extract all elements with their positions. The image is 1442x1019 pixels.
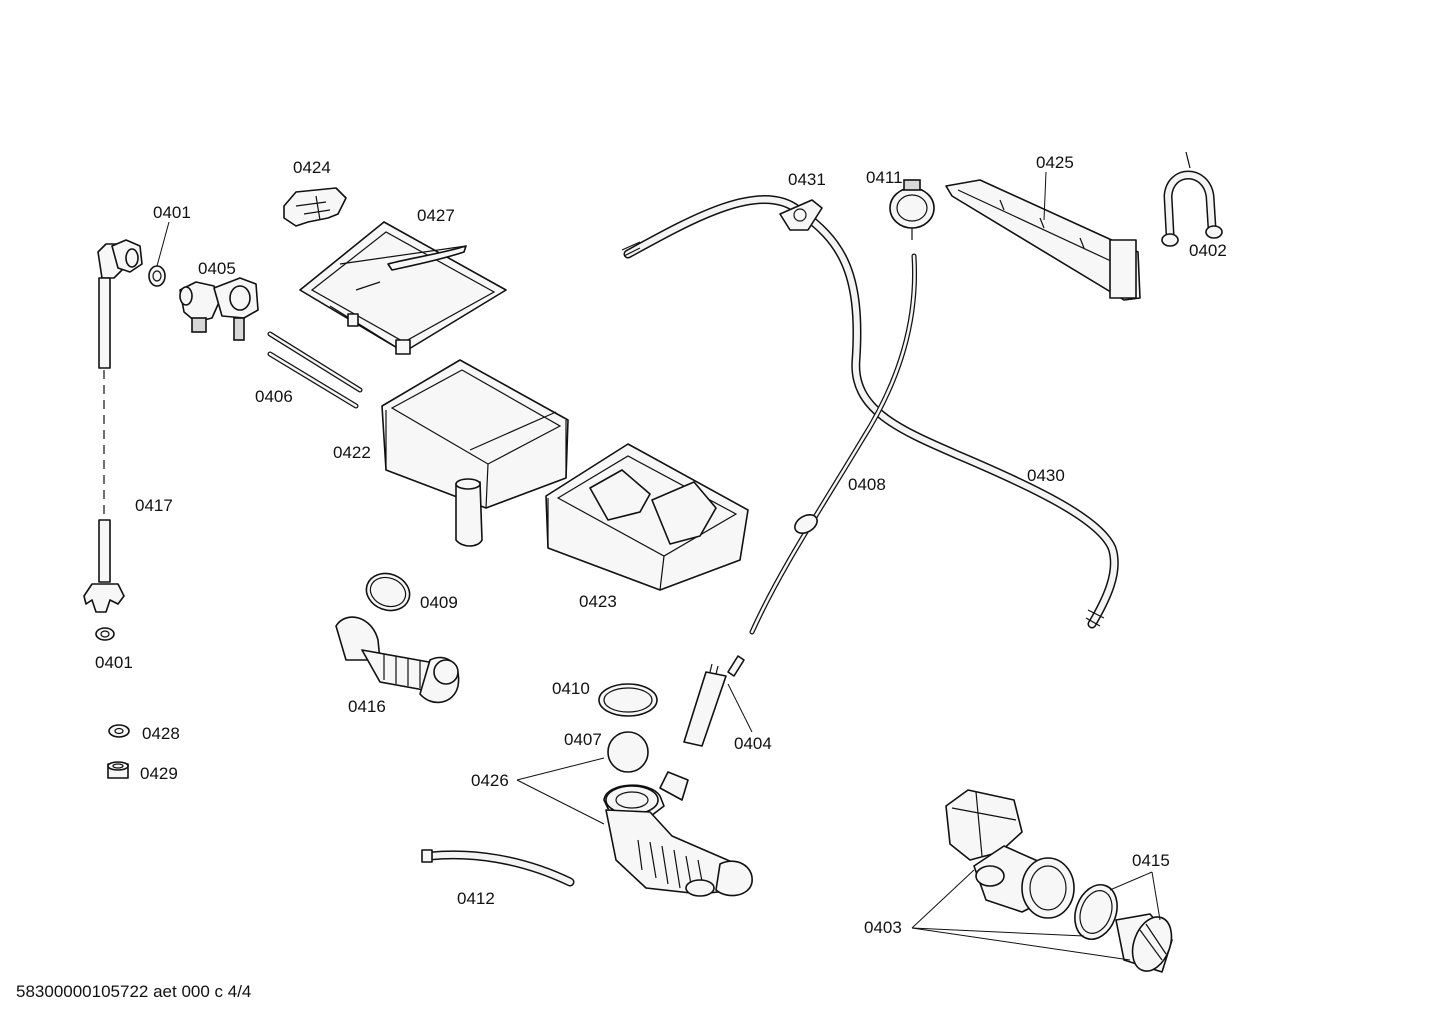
bellows-hose-part-0416: [335, 616, 460, 704]
hose-bracket-part-0431: [779, 199, 823, 231]
label-0403: 0403: [864, 918, 902, 937]
label-0428: 0428: [142, 724, 180, 743]
label-0417: 0417: [135, 496, 173, 515]
label-0422: 0422: [333, 443, 371, 462]
u-pipe-part-0402: [1161, 151, 1223, 247]
label-0427: 0427: [417, 206, 455, 225]
rods-part-0406: [267, 331, 363, 409]
drawer-frame-part-0427: [299, 221, 507, 355]
label-0431: 0431: [788, 170, 826, 189]
bushing-part-0429: [107, 761, 129, 779]
label-0430: 0430: [1027, 466, 1065, 485]
label-0415: 0415: [1132, 851, 1170, 870]
pressure-switch-part-0411: [889, 179, 935, 240]
inlet-pipe-part-0417: [83, 239, 143, 613]
label-0408: 0408: [848, 475, 886, 494]
label-0426: 0426: [471, 771, 509, 790]
drawer-housing-part-0422: [381, 359, 569, 547]
seal-ring-part-0401-bottom: [95, 627, 115, 641]
label-0401-top: 0401: [153, 203, 191, 222]
label-0406: 0406: [255, 387, 293, 406]
label-0425: 0425: [1036, 153, 1074, 172]
filter-part-0415: [1074, 884, 1173, 973]
label-0409: 0409: [420, 593, 458, 612]
label-0401-bottom: 0401: [95, 653, 133, 672]
label-0404: 0404: [734, 734, 772, 753]
label-0411: 0411: [866, 168, 903, 187]
leader-lines: [516, 171, 1161, 961]
pressure-hose-part-0408: [749, 253, 918, 635]
part-labels: 0424 0401 0427 0405 0406 0422 0417 0401 …: [95, 153, 1227, 937]
label-0405: 0405: [198, 259, 236, 278]
cable-rail-part-0425: [945, 179, 1141, 301]
detergent-drawer-part-0423: [545, 443, 749, 591]
document-id: 58300000105722 aet 000 c 4/4: [16, 982, 251, 1001]
label-0424: 0424: [293, 158, 331, 177]
clip-part-0424: [283, 187, 347, 227]
inlet-valve-part-0405: [179, 277, 259, 341]
label-0429: 0429: [140, 764, 178, 783]
seal-ring-part-0409: [365, 572, 411, 612]
washer-part-0428: [108, 724, 130, 738]
drain-pump-part-0403: [945, 789, 1075, 919]
sensor-part-0404: [683, 655, 745, 747]
label-0412: 0412: [457, 889, 495, 908]
drain-hose-part-0430: [621, 194, 1119, 629]
ball-part-0407: [607, 731, 649, 773]
seal-ring-part-0410: [598, 683, 658, 717]
short-hose-part-0412: [421, 849, 575, 887]
label-0402: 0402: [1189, 241, 1227, 260]
seal-ring-part-0401-top: [148, 265, 166, 287]
sump-part-0426: [603, 771, 753, 897]
label-0410: 0410: [552, 679, 590, 698]
label-0407: 0407: [564, 730, 602, 749]
label-0416: 0416: [348, 697, 386, 716]
label-0423: 0423: [579, 592, 617, 611]
